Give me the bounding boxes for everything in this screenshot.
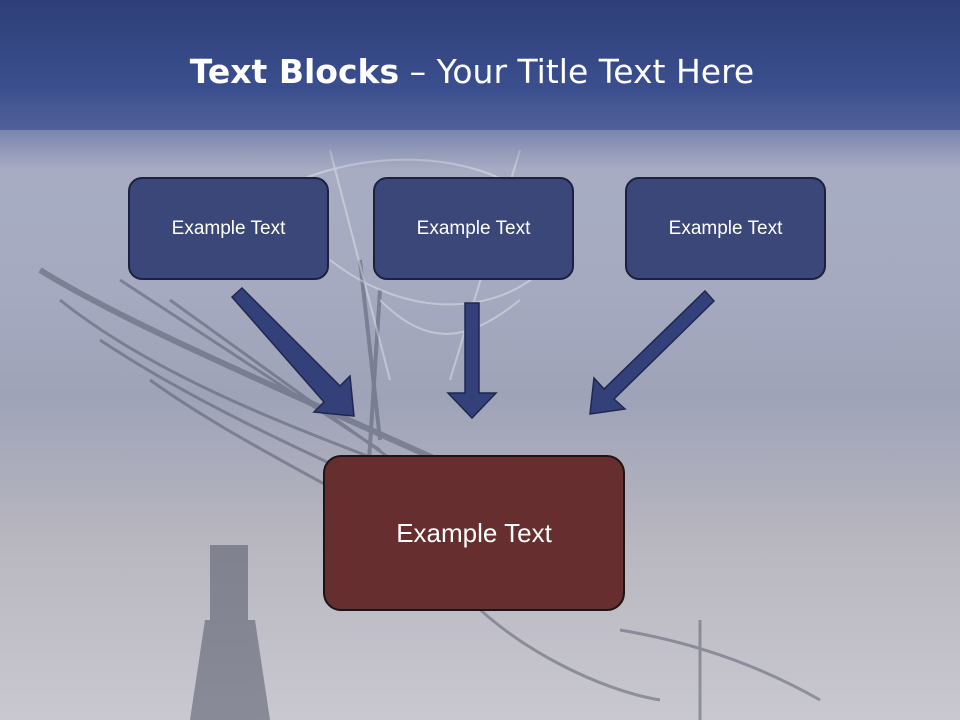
arrow-down-icon <box>446 302 498 420</box>
arrow-left-icon <box>230 286 355 417</box>
center-text-block[interactable]: Example Text <box>323 455 625 611</box>
title-bar <box>0 0 960 130</box>
slide-title-rest: – Your Title Text Here <box>399 52 755 91</box>
slide-title-bold: Text Blocks <box>189 52 400 91</box>
text-block-2-label: Example Text <box>416 217 531 239</box>
text-block-2[interactable]: Example Text <box>373 177 574 280</box>
title-bar-fade <box>0 110 960 170</box>
slide-title[interactable]: Text Blocks – Your Title Text Here <box>0 52 944 91</box>
arrow-right-icon <box>589 289 716 415</box>
text-block-3[interactable]: Example Text <box>625 177 826 280</box>
text-block-1-label: Example Text <box>171 217 286 239</box>
text-block-3-label: Example Text <box>668 217 783 239</box>
text-block-1[interactable]: Example Text <box>128 177 329 280</box>
center-text-block-label: Example Text <box>396 517 552 548</box>
